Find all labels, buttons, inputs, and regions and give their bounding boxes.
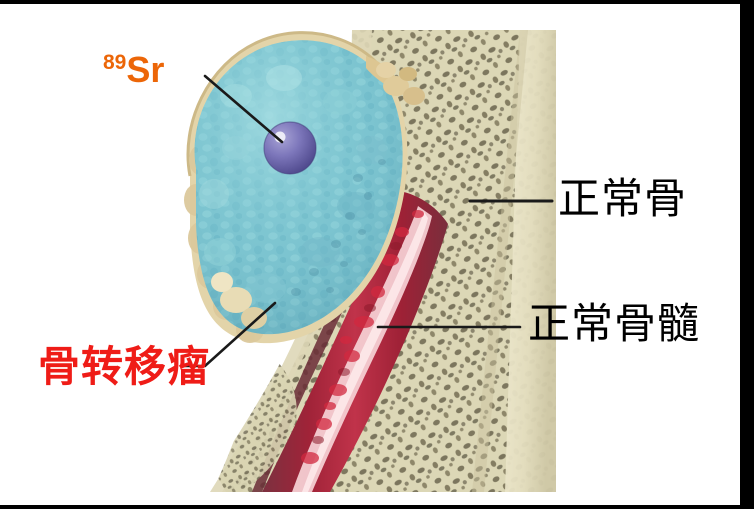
- frame-border-bottom: [0, 505, 754, 509]
- bone-metastasis-label: 骨转移瘤: [38, 342, 211, 391]
- frame-border-top: [0, 0, 754, 4]
- sr89-element-symbol: Sr: [126, 49, 165, 90]
- frame-border-right: [740, 0, 754, 509]
- normal-marrow-label: 正常骨髓: [528, 299, 701, 348]
- sr89-leader-line: [203, 74, 284, 144]
- sr89-mass-number: 89: [103, 51, 127, 74]
- trabecular-bone-shaft: [214, 348, 297, 492]
- tumor-bone-fragments: [211, 272, 267, 329]
- bone-spicules: [366, 56, 425, 105]
- sr89-label: 89Sr: [103, 52, 164, 88]
- metastatic-tumor-mass: [184, 31, 425, 344]
- sr89-particle: [263, 121, 317, 175]
- bone-metastasis-leader-line: [180, 301, 277, 368]
- normal-bone-label: 正常骨: [558, 174, 688, 223]
